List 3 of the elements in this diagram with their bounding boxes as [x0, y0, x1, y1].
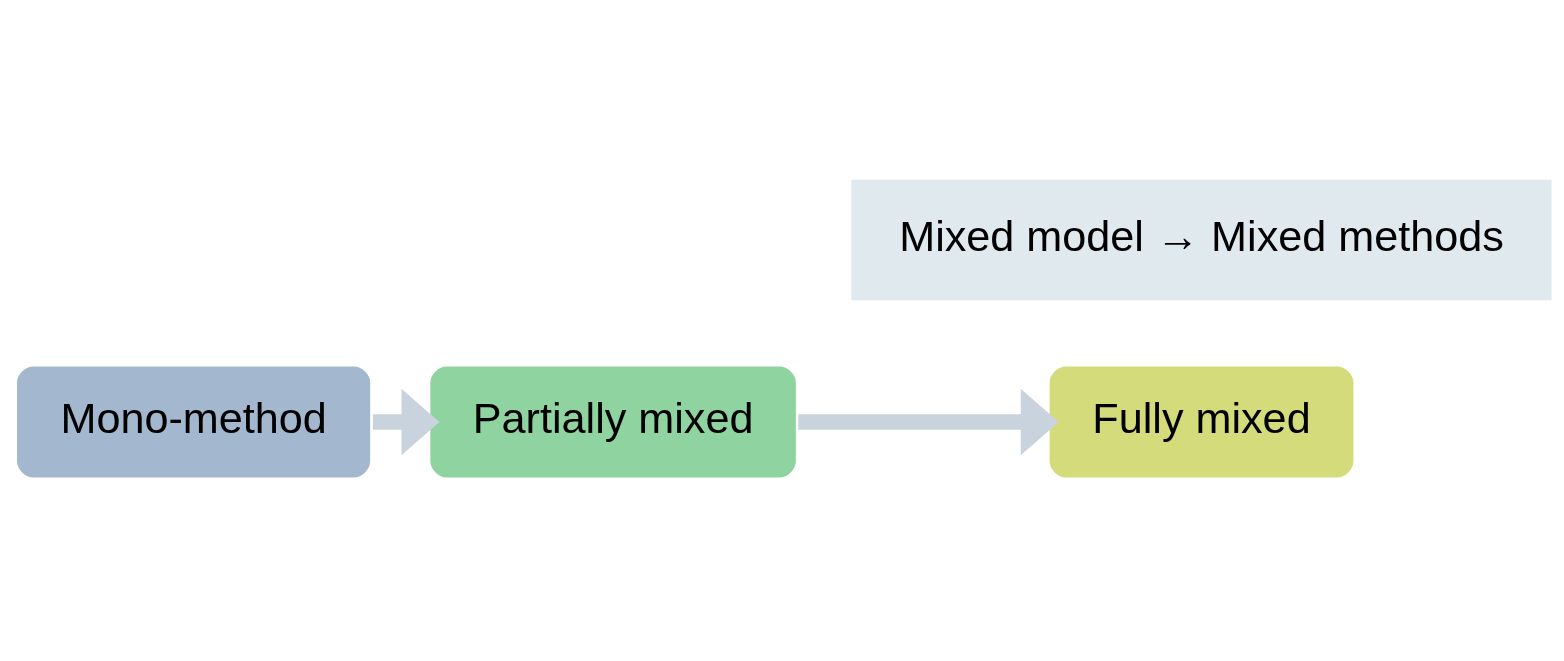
- node-box: Mixed model → Mixed methods: [851, 179, 1552, 300]
- arrow: [372, 388, 440, 455]
- arrow: [798, 388, 1059, 455]
